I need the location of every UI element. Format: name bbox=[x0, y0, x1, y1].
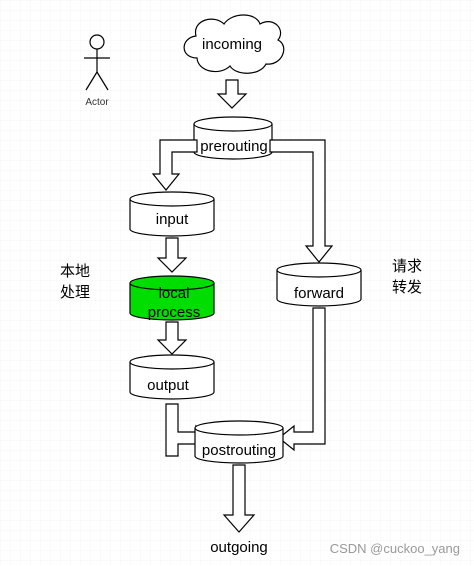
input-label: input bbox=[156, 211, 189, 228]
prerouting-label: prerouting bbox=[200, 138, 268, 155]
watermark: CSDN @cuckoo_yang bbox=[330, 541, 460, 556]
arrow-prerouting-to-forward bbox=[269, 139, 334, 263]
postrouting-node bbox=[194, 420, 284, 464]
arrow-forward-to-postrouting bbox=[278, 307, 326, 452]
input-node bbox=[129, 191, 215, 237]
arrow-incoming-to-prerouting bbox=[216, 79, 248, 109]
arrow-input-to-local-process bbox=[156, 237, 188, 273]
local-annotation-line1: 本地 bbox=[60, 262, 90, 280]
forward-node bbox=[276, 262, 362, 307]
actor-label: Actor bbox=[85, 97, 109, 108]
local-process-label-line1: local bbox=[159, 285, 190, 302]
incoming-cloud bbox=[183, 14, 285, 74]
arrow-postrouting-to-outgoing bbox=[222, 464, 256, 533]
forward-annotation-line2: 转发 bbox=[392, 278, 422, 296]
local-annotation-line2: 处理 bbox=[60, 283, 90, 301]
incoming-label: incoming bbox=[202, 36, 262, 53]
forward-annotation-line1: 请求 bbox=[392, 257, 422, 275]
output-label: output bbox=[147, 377, 190, 394]
outgoing-label: outgoing bbox=[210, 539, 268, 556]
arrow-prerouting-to-input bbox=[151, 139, 198, 191]
local-process-node bbox=[129, 275, 215, 321]
prerouting-node bbox=[193, 116, 273, 160]
arrow-local-process-to-output bbox=[156, 321, 188, 355]
output-node bbox=[129, 354, 215, 400]
postrouting-label: postrouting bbox=[202, 442, 276, 459]
forward-label: forward bbox=[294, 285, 344, 302]
local-process-label-line2: process bbox=[148, 304, 201, 321]
actor-icon bbox=[84, 34, 110, 91]
